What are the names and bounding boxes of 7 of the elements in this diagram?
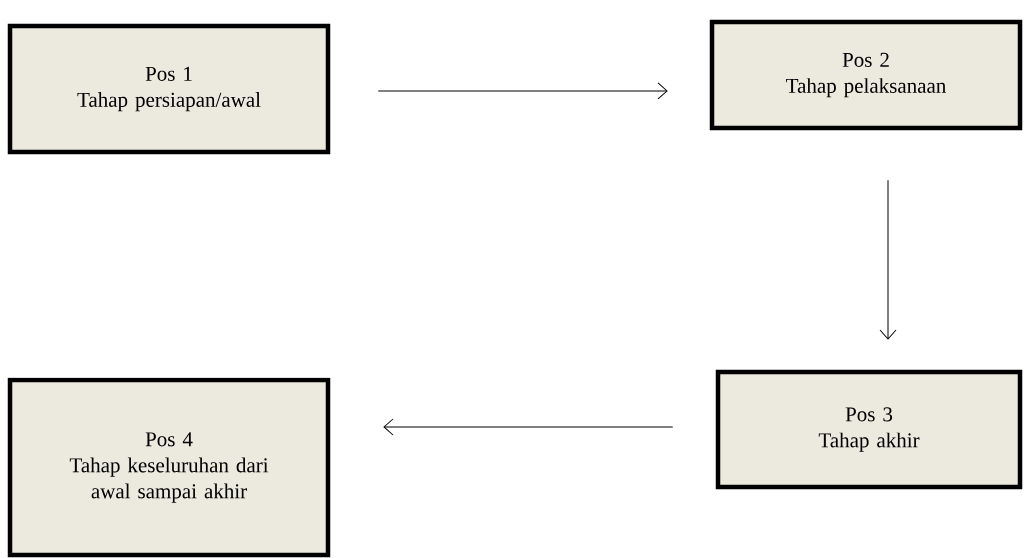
arrow bbox=[377, 82, 668, 100]
process-box: Pos 2 Tahap pelaksanaan bbox=[709, 19, 1023, 131]
process-box: Pos 1 Tahap persiapan/awal bbox=[7, 23, 331, 155]
arrow bbox=[383, 418, 674, 436]
process-box: Pos 4 Tahap keseluruhan dari awal sampai akhir bbox=[7, 377, 331, 558]
process-box: Pos 3 Tahap akhir bbox=[715, 369, 1023, 490]
arrow bbox=[879, 179, 897, 340]
